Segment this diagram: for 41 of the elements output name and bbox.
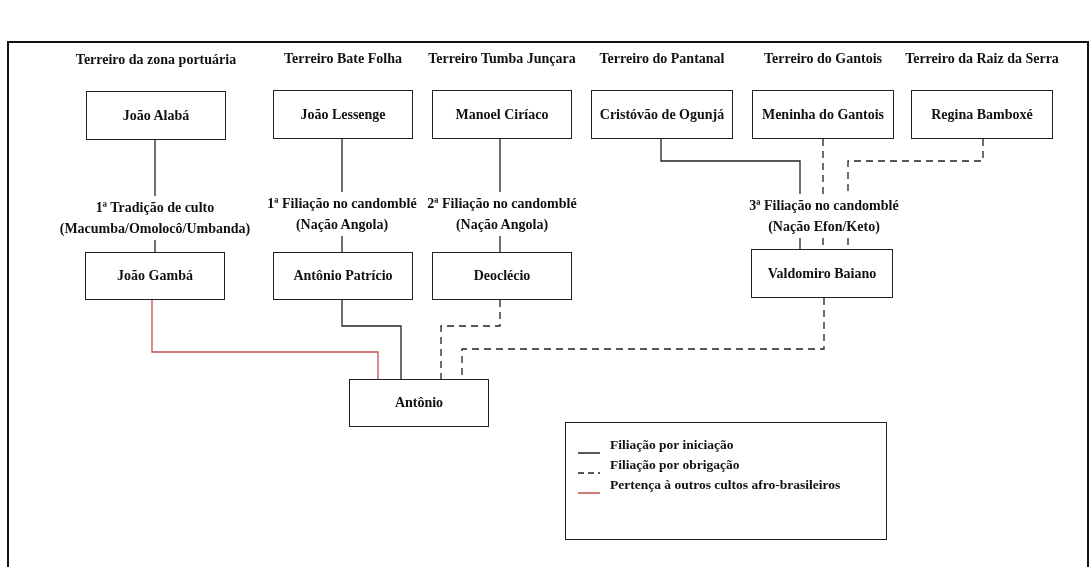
filiation-label: 1ª Filiação no candomblé (Nação Angola)	[262, 192, 422, 236]
person-name: Antônio	[394, 395, 444, 411]
person-box	[273, 252, 413, 300]
connector-line	[822, 138, 824, 195]
connector-line	[341, 235, 343, 253]
person-name: Regina Bamboxé	[931, 106, 1033, 123]
filiation-label: 3ª Filiação no candomblé (Nação Efon/Keto)	[740, 194, 908, 238]
connector-line	[440, 299, 501, 380]
connector-line	[499, 138, 501, 193]
person-name: Cristóvão de Ogunjá	[599, 106, 725, 123]
person-name: Meninha do Gantois	[761, 106, 885, 123]
legend-text: Filiação por obrigação	[610, 457, 740, 473]
connector-line	[499, 235, 501, 253]
filiation-label: 2ª Filiação no candomblé (Nação Angola)	[424, 192, 580, 236]
connector-line	[154, 239, 156, 253]
connector-line	[799, 237, 801, 250]
connector-line	[154, 139, 156, 197]
person-name: Antônio Patrício	[293, 268, 393, 284]
connector-line	[660, 138, 801, 195]
person-name: João Gambá	[117, 268, 193, 284]
person-box	[751, 249, 893, 298]
terreiro-heading: Terreiro Bate Folha	[284, 51, 402, 67]
terreiro-heading: Terreiro do Gantois	[764, 51, 882, 67]
filiation-label: 1ª Tradição de culto (Macumba/Omolocô/Umbanda)	[50, 196, 260, 240]
person-name: João Alabá	[122, 107, 190, 124]
person-name: Deoclécio	[473, 268, 531, 284]
legend-text: Pertença à outros cultos afro-brasileiros	[610, 477, 841, 493]
terreiro-heading: Terreiro do Pantanal	[599, 51, 725, 67]
terreiro-heading: Terreiro Tumba Junçara	[428, 51, 576, 67]
person-box	[349, 379, 489, 427]
connector-line	[341, 299, 402, 380]
legend-text: Filiação por iniciação	[610, 437, 734, 453]
terreiro-heading: Terreiro da zona portuária	[75, 52, 237, 68]
connector-line	[151, 299, 379, 380]
person-box	[432, 252, 572, 300]
person-name: João Lessenge	[300, 106, 386, 123]
connector-line	[341, 138, 343, 193]
terreiro-heading: Terreiro da Raiz da Serra	[905, 51, 1059, 67]
person-box	[85, 252, 225, 300]
person-name: Manoel Ciríaco	[455, 106, 549, 123]
person-name: Valdomiro Baiano	[767, 265, 877, 282]
